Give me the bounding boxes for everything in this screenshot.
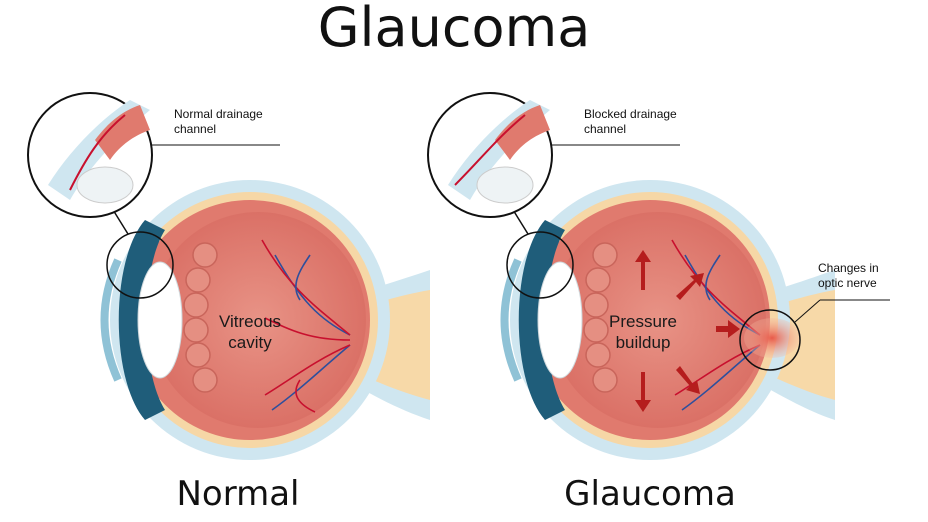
arrow-up-right — [676, 273, 704, 300]
arrow-down — [635, 372, 651, 412]
pressure-label-line1: Pressure — [609, 312, 677, 331]
normal-callout-line1: Normal drainage — [174, 107, 263, 121]
arrow-down-right — [676, 366, 700, 394]
nerve-callout-line2: optic nerve — [818, 276, 877, 290]
drainage-spot — [106, 231, 174, 299]
cornea — [500, 258, 522, 382]
vitreous-label-line1: Vitreous — [219, 312, 281, 331]
normal-callout-line2: channel — [174, 122, 216, 136]
optic-nerve-damage — [744, 318, 800, 358]
ciliary-body — [183, 242, 218, 393]
lens — [137, 261, 183, 379]
retinal-vessels — [261, 239, 351, 413]
vitreous-label-line2: cavity — [228, 333, 272, 352]
normal-eye: Normal drainage channel Vitreous cavity … — [27, 92, 430, 514]
flow-arrow — [454, 114, 526, 186]
arrow-up — [635, 250, 651, 290]
arrow-right — [716, 320, 740, 338]
glaucoma-callout-line1: Blocked drainage — [584, 107, 677, 121]
optic-nerve-spot — [739, 309, 801, 371]
normal-caption: Normal — [176, 474, 299, 514]
page-title: Glaucoma — [318, 0, 591, 59]
pressure-label-line2: buildup — [616, 333, 671, 352]
glaucoma-caption: Glaucoma — [564, 474, 736, 514]
glaucoma-eye: Changes in optic nerve Blocked drainage … — [427, 92, 890, 514]
nerve-callout-line1: Changes in — [818, 261, 879, 275]
glaucoma-callout-line2: channel — [584, 122, 626, 136]
cornea — [100, 258, 122, 382]
pressure-arrows — [635, 250, 740, 412]
lens — [537, 261, 583, 379]
ciliary-body — [583, 242, 618, 393]
drainage-spot — [506, 231, 574, 299]
flow-arrow — [69, 114, 126, 191]
